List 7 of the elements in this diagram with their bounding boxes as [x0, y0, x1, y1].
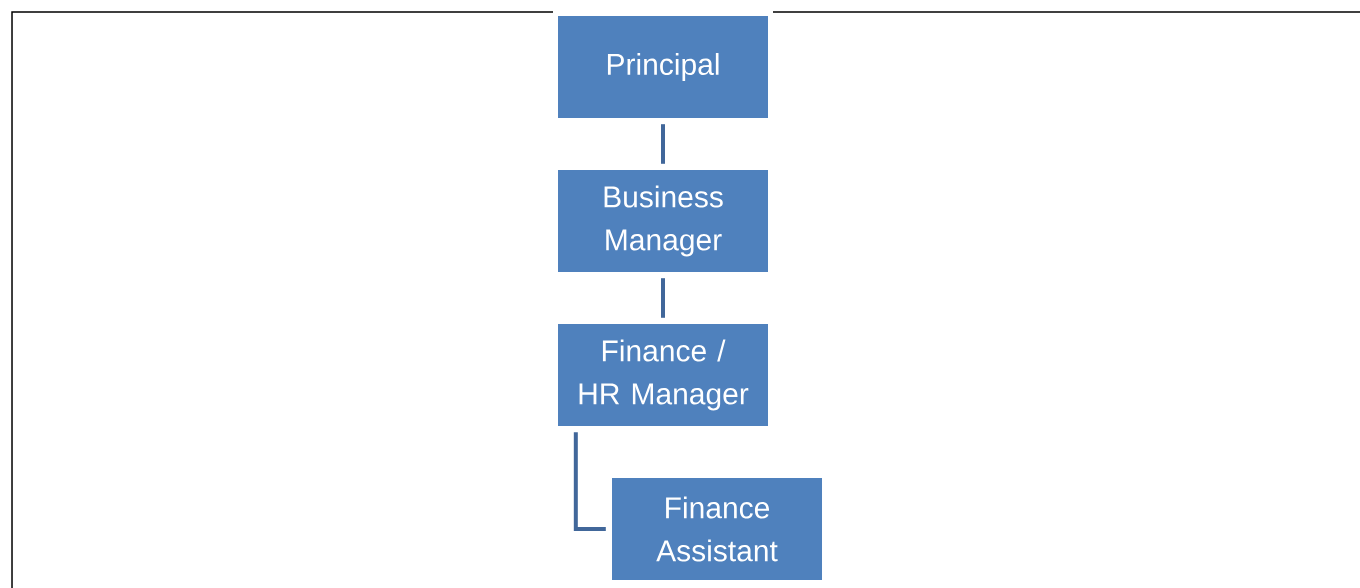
org-box: Finance Assistant — [612, 478, 822, 580]
org-box: Business Manager — [558, 170, 768, 272]
connector-line — [661, 124, 665, 164]
org-box: Finance / HR Manager — [558, 324, 768, 426]
connector-line — [573, 432, 606, 531]
org-box: Principal — [558, 16, 768, 118]
connector-line — [661, 278, 665, 318]
